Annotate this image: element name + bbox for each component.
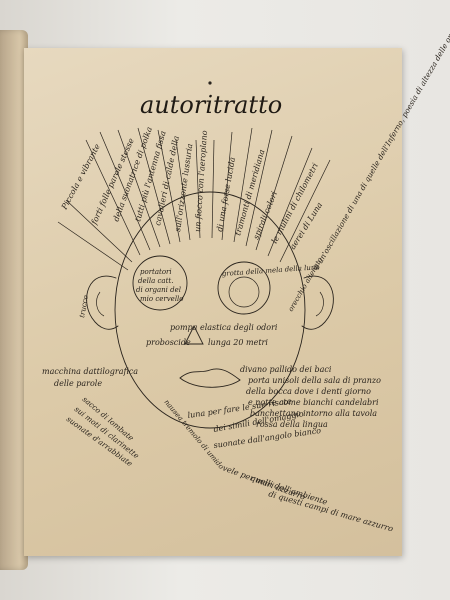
svg-text:rossa della lingua: rossa della lingua <box>256 420 328 429</box>
ray-text-7: un fiocco con l'aeroplano <box>193 130 209 232</box>
title-dot <box>208 81 212 85</box>
left-side-label-2: delle parole <box>54 379 102 388</box>
left-side-label-1: macchina dattilografica <box>42 367 138 376</box>
left-eye-text-2: della catt. <box>138 277 173 285</box>
ray-text-right-block: è un'oscillazione di una di quelle dell'… <box>312 0 450 271</box>
ray-text-11: le mulini di chilometri <box>270 161 320 245</box>
left-eye-text-3: di organi del <box>136 286 181 294</box>
hair-rays <box>57 127 331 271</box>
ray-text-8: di una forse lucida <box>215 156 237 232</box>
nose-label-top: pompa elastica degli odori <box>170 323 278 332</box>
lower-line-8: di questi campi di mare azzurro <box>267 489 394 533</box>
svg-text:e notte come bianchi candelabr: e notte come bianchi candelabri <box>248 398 379 407</box>
svg-text:porta unisoli della sala di pr: porta unisoli della sala di pranzo <box>248 376 381 385</box>
svg-text:banchettano intorno alla tavol: banchettano intorno alla tavola <box>250 409 377 418</box>
left-eye-text-1: portatori <box>140 268 172 276</box>
left-eye <box>132 255 188 311</box>
nose-label-right: lunga 20 metri <box>208 338 268 347</box>
nose-label-left: proboscide <box>146 338 191 347</box>
svg-text:divano pallido dei baci: divano pallido dei baci <box>240 365 332 374</box>
right-pupil <box>228 276 260 308</box>
upper-lip <box>179 368 241 381</box>
mouth-caption-block: divano pallido dei baci porta unisoli de… <box>240 365 381 429</box>
right-eye <box>217 261 271 315</box>
left-eye-text-4: mio cervello <box>140 295 184 303</box>
svg-text:della bocca dove i denti giorn: della bocca dove i denti giorno <box>246 387 371 396</box>
left-ear <box>86 275 119 330</box>
lower-lip <box>179 377 241 388</box>
nose <box>184 324 204 345</box>
book-spine-edge <box>0 30 28 570</box>
head-outline <box>114 191 306 429</box>
left-ear-label: trucco <box>78 295 90 319</box>
ray-text-1: Piccola e vibrante <box>59 142 102 212</box>
page-title: autoritratto <box>140 91 282 119</box>
right-ear <box>301 275 334 330</box>
